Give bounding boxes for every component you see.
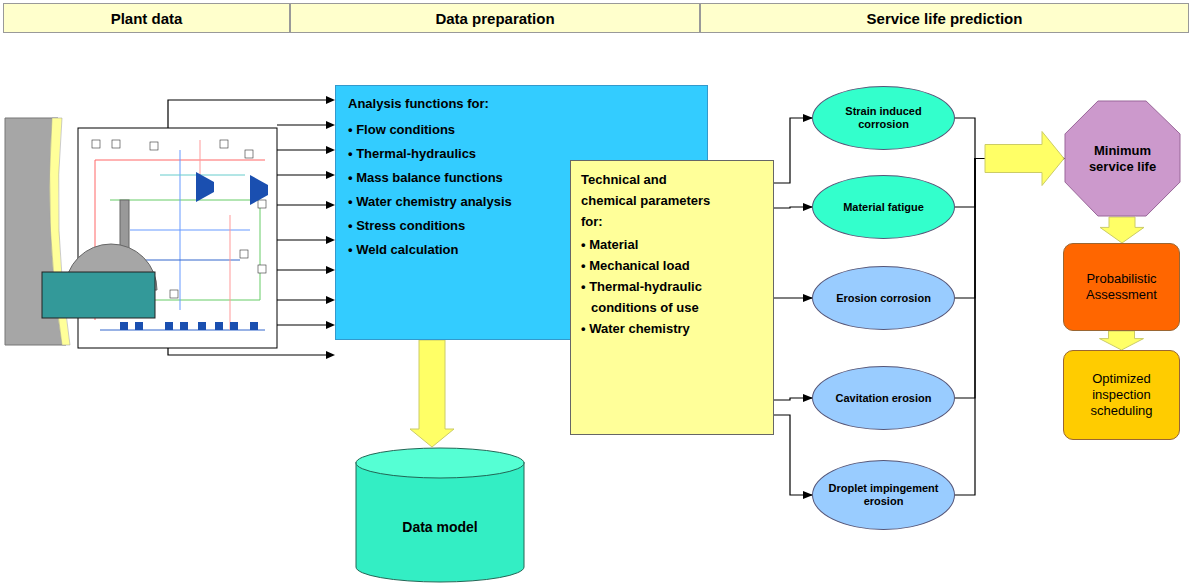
mechanism-ellipse: Cavitation erosion bbox=[812, 366, 955, 430]
node-text: Analysis functions for: bbox=[348, 92, 512, 116]
text-group: Optimized inspection scheduling bbox=[1072, 371, 1172, 419]
mechanism-ellipse: Droplet impingement erosion bbox=[812, 460, 955, 530]
connector bbox=[410, 340, 454, 447]
mechanism-ellipse: Erosion corrosion bbox=[812, 266, 955, 330]
node-text: • Thermal-hydraulics bbox=[348, 142, 512, 166]
node-text: Technical and chemical parameters for: bbox=[581, 169, 721, 232]
connector bbox=[774, 398, 812, 400]
text-group: Data preparation bbox=[435, 10, 554, 27]
node-text: • Mechanical load bbox=[581, 255, 761, 276]
text-group: Analysis functions for:• Flow conditions… bbox=[348, 92, 512, 262]
node-text: Material fatigue bbox=[829, 201, 939, 214]
node-text: Data model bbox=[402, 519, 477, 535]
result-octagon: Minimum service life bbox=[1064, 100, 1181, 217]
text-group: Data model bbox=[402, 519, 477, 535]
connector bbox=[955, 159, 1064, 299]
node-text: Optimized inspection scheduling bbox=[1072, 371, 1172, 419]
process-box: Probabilistic Assessment bbox=[1063, 243, 1180, 331]
node-text: • Material bbox=[581, 234, 761, 255]
mechanism-ellipse: Strain induced corrosion bbox=[812, 86, 955, 150]
text-group: Material fatigue bbox=[829, 201, 939, 214]
node-text: Cavitation erosion bbox=[829, 392, 939, 405]
connector bbox=[1100, 217, 1144, 243]
cylinder-outline bbox=[355, 447, 525, 583]
connector bbox=[955, 159, 1064, 496]
text-group: Plant data bbox=[111, 10, 183, 27]
connector bbox=[955, 159, 1064, 399]
text-group: Service life prediction bbox=[867, 10, 1023, 27]
node-text: • Water chemistry bbox=[581, 318, 761, 339]
node-text: • Mass balance functions bbox=[348, 166, 512, 190]
text-group: Probabilistic Assessment bbox=[1072, 271, 1172, 303]
text-group: Technical and chemical parameters for:• … bbox=[581, 169, 761, 339]
node-text: Service life prediction bbox=[867, 10, 1023, 27]
connector bbox=[774, 118, 812, 183]
text-group: Minimum service life bbox=[1080, 143, 1166, 175]
node-text: Droplet impingement erosion bbox=[829, 482, 939, 508]
node-text: Probabilistic Assessment bbox=[1072, 271, 1172, 303]
node-text: • Thermal-hydraulic conditions of use bbox=[581, 276, 761, 318]
database-cylinder: Data model bbox=[355, 447, 525, 583]
node-text: Plant data bbox=[111, 10, 183, 27]
node-text: Strain induced corrosion bbox=[829, 105, 939, 131]
text-group: Droplet impingement erosion bbox=[829, 482, 939, 508]
connector bbox=[774, 297, 812, 298]
column-header: Plant data bbox=[3, 3, 290, 33]
text-group: Cavitation erosion bbox=[829, 392, 939, 405]
process-box: Optimized inspection scheduling bbox=[1063, 350, 1180, 440]
node-text: Data preparation bbox=[435, 10, 554, 27]
node-text: Erosion corrosion bbox=[829, 292, 939, 305]
text-group: Erosion corrosion bbox=[829, 292, 939, 305]
connector bbox=[1100, 331, 1144, 350]
plant-data-arrows bbox=[168, 100, 327, 355]
plant-data-arrowheads bbox=[326, 96, 335, 359]
node-text: • Flow conditions bbox=[348, 118, 512, 142]
node-text: Minimum service life bbox=[1080, 143, 1166, 175]
reactor-building bbox=[42, 272, 155, 318]
node-text: • Weld calculation bbox=[348, 238, 512, 262]
connector bbox=[774, 207, 812, 208]
column-header: Service life prediction bbox=[700, 3, 1189, 33]
merge-block-arrow bbox=[985, 132, 1064, 186]
node-text: • Water chemistry analysis bbox=[348, 190, 512, 214]
mechanism-ellipse: Material fatigue bbox=[812, 175, 955, 239]
node-text: • Stress conditions bbox=[348, 214, 512, 238]
connector bbox=[774, 415, 812, 495]
parameter-box: Technical and chemical parameters for:• … bbox=[570, 160, 774, 435]
text-group: Strain induced corrosion bbox=[829, 105, 939, 131]
column-header: Data preparation bbox=[290, 3, 700, 33]
